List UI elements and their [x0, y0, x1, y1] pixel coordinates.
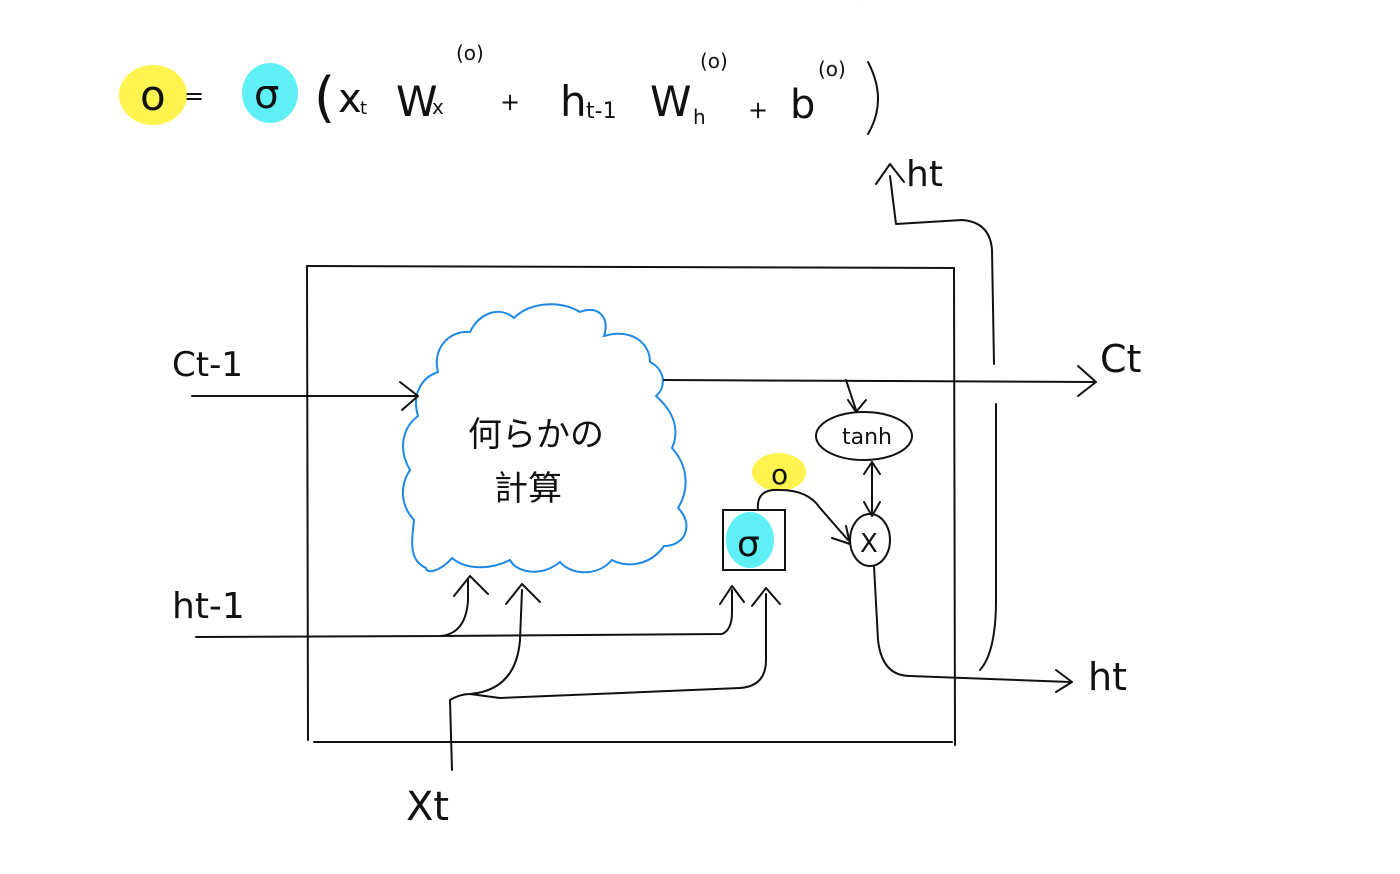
eq-wh-sup: (o) [700, 49, 728, 73]
eq-x-sub: t [360, 98, 367, 119]
eq-open-paren: ( [314, 66, 335, 129]
eq-x: x [338, 76, 362, 122]
label-h-t-right: ht [1088, 655, 1127, 699]
eq-b-sup: (o) [818, 57, 846, 81]
eq-sigma: σ [254, 72, 279, 118]
sigma-gate-highlight [726, 512, 774, 568]
x-t-to-gate [469, 587, 781, 699]
label-c-prev: Ct-1 [172, 345, 243, 385]
cloud-text-line1: 何らかの [468, 415, 604, 455]
sigma-gate-label: σ [737, 524, 760, 565]
eq-b: b [790, 82, 815, 128]
c-prev-arrow [191, 381, 419, 411]
eq-wh: W [650, 77, 692, 126]
eq-close-paren [867, 61, 879, 135]
cell-box [306, 265, 956, 746]
eq-wh-sub: h [693, 105, 706, 129]
multiply-to-ht [873, 565, 1073, 693]
label-h-prev: ht-1 [172, 586, 245, 627]
eq-h-sub: t-1 [586, 99, 617, 124]
eq-close-paren-text: ) [860, 0, 861, 1]
c-to-tanh [845, 379, 867, 413]
gate-output-label: o [771, 458, 788, 491]
eq-wx-sub: x [432, 95, 444, 119]
gate-output-highlight [752, 453, 806, 491]
label-x-t: Xt [406, 784, 449, 830]
multiply-label: X [860, 529, 878, 559]
h-prev-to-gate [439, 585, 745, 637]
eq-equals: = [184, 82, 204, 110]
ht-up-branch [875, 163, 997, 671]
label-c-t: Ct [1100, 337, 1141, 381]
c-t-line [663, 365, 1097, 397]
eq-plus2: + [748, 96, 768, 124]
cloud-text-line2: 計算 [494, 469, 562, 509]
label-h-t-top: ht [906, 154, 943, 195]
tanh-to-multiply [863, 461, 881, 517]
eq-h: h [560, 77, 587, 126]
gate-to-multiply [756, 488, 851, 545]
computation-cloud [402, 303, 688, 574]
tanh-node [815, 411, 913, 461]
equation: o = σ ( x t W x (o) + h t-1 W h (o) + b … [119, 0, 879, 135]
tanh-label: tanh [842, 425, 892, 450]
o-highlight [119, 65, 187, 125]
eq-wx-sup: (o) [456, 41, 484, 65]
eq-lhs-o: o [140, 71, 166, 120]
eq-plus1: + [500, 88, 520, 116]
sigma-highlight [242, 63, 298, 123]
eq-wx: W [396, 77, 438, 126]
sigma-gate-box [722, 509, 786, 571]
